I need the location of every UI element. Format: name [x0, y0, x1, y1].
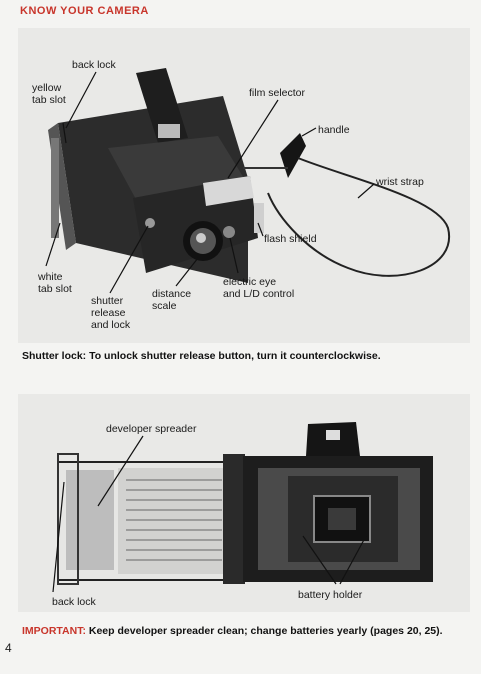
viewfinder-window: [158, 124, 180, 138]
wrist-strap-loop: [267, 157, 451, 277]
camera-open-illustration: [52, 422, 433, 593]
label-back-lock: back lock: [72, 59, 116, 71]
tab-slot-strip: [51, 138, 59, 238]
film-selector-plate: [203, 176, 254, 206]
door-frame-left: [57, 453, 79, 585]
page-number: 4: [5, 641, 12, 655]
camera-front-illustration: [45, 68, 451, 294]
important-keyword: IMPORTANT:: [22, 625, 86, 637]
label-developer-spreader: developer spreader: [106, 423, 197, 435]
developer-spreader-area: [66, 470, 114, 570]
label-distance-scale: distance scale: [152, 288, 192, 312]
label-shutter-release-lock: shutter release and lock: [91, 295, 131, 331]
shutter-release-button: [145, 218, 155, 228]
label-handle: handle: [318, 124, 350, 136]
figure2-caption: IMPORTANT: Keep developer spreader clean…: [22, 625, 443, 637]
instruction-plate: [118, 468, 230, 574]
camera-front-photo-panel: back lock yellow tab slot film selector …: [18, 28, 470, 343]
leader-lines-fig1: [45, 71, 375, 294]
label-film-selector: film selector: [249, 87, 306, 99]
lens-inner: [328, 508, 356, 530]
important-text: Keep developer spreader clean; change ba…: [85, 625, 443, 637]
handle: [280, 133, 306, 178]
label-yellow-tab-slot: yellow tab slot: [32, 82, 66, 106]
instruction-text-lines: [126, 479, 222, 561]
label-electric-eye: electric eye and L/D control: [223, 276, 295, 300]
label-flash-shield: flash shield: [264, 233, 317, 245]
leader-lines-fig2: [52, 435, 367, 593]
label-wrist-strap: wrist strap: [376, 176, 424, 188]
label-white-tab-slot: white tab slot: [38, 271, 72, 295]
label-back-lock-2: back lock: [52, 596, 96, 608]
viewfinder-eyepiece: [326, 430, 340, 440]
hinge: [223, 454, 245, 584]
figure1-caption: Shutter lock: To unlock shutter release …: [22, 350, 381, 362]
lens-highlight: [196, 233, 206, 243]
page-title: KNOW YOUR CAMERA: [20, 5, 149, 17]
camera-open-photo-panel: developer spreader back lock battery hol…: [18, 394, 470, 612]
label-battery-holder: battery holder: [298, 589, 363, 601]
electric-eye-dial: [223, 226, 235, 238]
flash-shield: [254, 203, 264, 233]
